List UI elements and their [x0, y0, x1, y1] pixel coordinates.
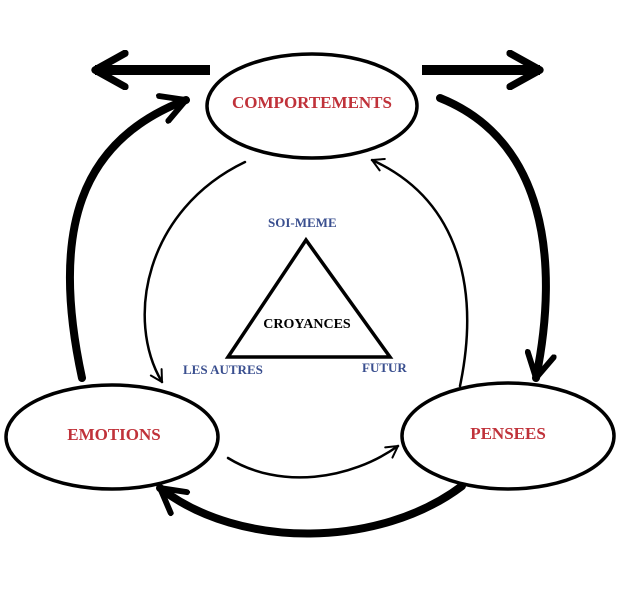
- inner-arrow-pensees-to-comportements: [370, 157, 469, 388]
- belief-triangle: [224, 236, 394, 359]
- triangle-right-label: FUTUR: [362, 360, 407, 375]
- triangle-top-label: SOI-MEME: [268, 215, 337, 230]
- triangle-center-label: CROYANCES: [263, 317, 351, 332]
- node-comportements-ellipse: [205, 52, 419, 160]
- arrow-emotions-to-comportements: [65, 100, 190, 382]
- node-pensees-ellipse: [400, 381, 616, 491]
- inner-arrow-comportements-to-emotions: [143, 160, 247, 384]
- node-comportements-label: COMPORTEMENTS: [232, 93, 392, 112]
- node-emotions-label: EMOTIONS: [67, 425, 161, 444]
- inner-arrow-emotions-to-pensees: [226, 444, 400, 479]
- triangle-left-label: LES AUTRES: [183, 362, 263, 377]
- node-pensees-label: PENSEES: [470, 424, 546, 443]
- arrow-comportements-to-pensees: [436, 94, 546, 382]
- node-emotions-ellipse: [4, 383, 220, 491]
- arrow-pensees-to-emotions: [156, 482, 466, 538]
